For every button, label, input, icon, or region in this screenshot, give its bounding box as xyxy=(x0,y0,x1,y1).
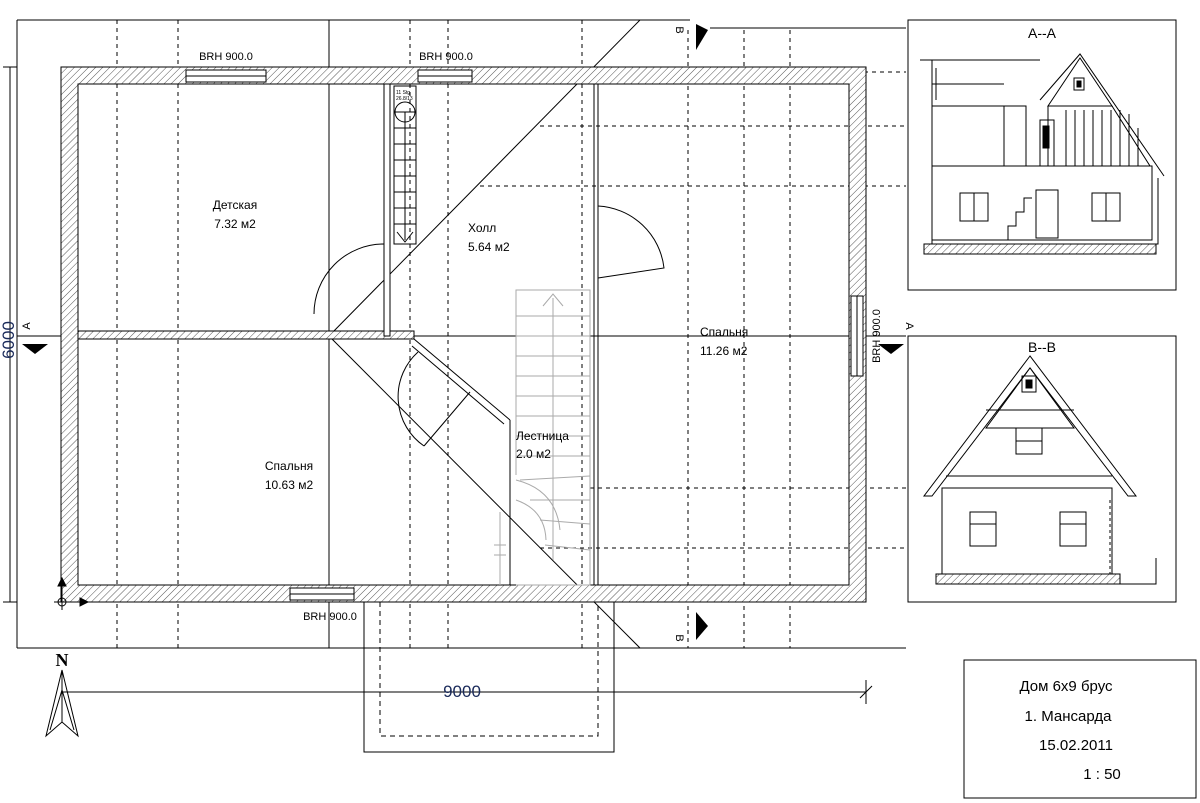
section-aa-title: A--A xyxy=(1028,25,1057,41)
room-name: Спальня xyxy=(700,325,748,339)
dimension-width-label: 9000 xyxy=(443,682,481,701)
main-stair xyxy=(494,289,591,586)
room-area: 11.26 м2 xyxy=(700,344,748,358)
room-area: 2.0 м2 xyxy=(516,447,551,461)
section-bb-drawing xyxy=(922,355,1157,585)
walls xyxy=(60,66,867,603)
drawing-date: 15.02.2011 xyxy=(1039,737,1113,754)
section-bb-panel xyxy=(907,335,1177,603)
window-label: BRH 900.0 xyxy=(419,51,473,63)
window-label: BRH 900.0 xyxy=(199,51,253,63)
stair-note: 26.8/13 xyxy=(396,96,413,102)
section-markers xyxy=(22,24,904,640)
north-arrow-icon xyxy=(45,669,79,738)
room-name: Детская xyxy=(213,198,257,212)
north-label: N xyxy=(56,650,69,670)
porch-outline xyxy=(363,602,615,753)
section-aa-panel xyxy=(907,19,1177,291)
origin-marker xyxy=(54,576,90,610)
window-label: BRH 900.0 xyxy=(303,611,357,623)
stair-note: 11 Stg xyxy=(396,90,410,96)
room-area: 7.32 м2 xyxy=(214,217,256,231)
floor-name: 1. Мансарда xyxy=(1025,708,1113,725)
windows xyxy=(185,69,864,601)
section-mark-top: B xyxy=(673,26,685,33)
dimension-height xyxy=(3,66,17,603)
drawing-scale: 1 : 50 xyxy=(1083,766,1121,783)
room-name: Лестница xyxy=(516,429,569,443)
room-name: Спальня xyxy=(265,459,313,473)
dimension-width xyxy=(61,680,873,704)
room-area: 5.64 м2 xyxy=(468,240,510,254)
section-bb-title: B--B xyxy=(1028,339,1056,355)
section-aa-drawing xyxy=(920,53,1165,255)
doors xyxy=(313,205,665,447)
project-name: Дом 6x9 брус xyxy=(1019,678,1113,695)
section-mark-bottom: B xyxy=(673,634,685,641)
window-label: BRH 900.0 xyxy=(871,309,883,363)
title-block xyxy=(963,659,1197,799)
dimension-height-label: 6000 xyxy=(0,321,18,359)
room-area: 10.63 м2 xyxy=(265,478,314,492)
room-name: Холл xyxy=(468,221,496,235)
upper-stair xyxy=(393,85,417,245)
section-mark-left: A xyxy=(21,322,33,330)
section-mark-right: A xyxy=(903,322,915,330)
